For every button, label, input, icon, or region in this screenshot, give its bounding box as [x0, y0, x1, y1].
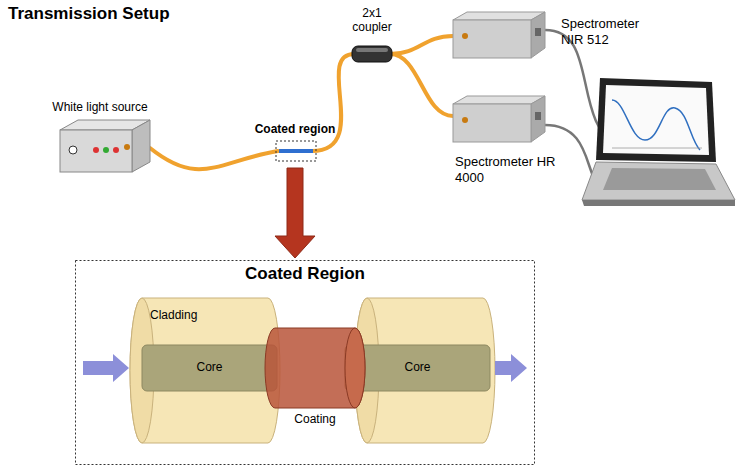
spectrometer-box: [453, 6, 658, 64]
coated-region-marker: Coated region: [248, 122, 342, 162]
zoom-arrow: [275, 168, 315, 258]
node-label: Spectrometer NIR 512: [561, 16, 656, 48]
node-label: 2x1 coupler: [348, 6, 396, 34]
detail-panel: Coated RegionCladdingCoreCoating Core: [75, 260, 535, 465]
node-label: White light source: [38, 100, 162, 114]
node-label: Coating: [265, 412, 365, 426]
optical-fiber: [150, 148, 278, 169]
light-source: White light source: [38, 100, 162, 175]
node-label: Spectrometer HR 4000: [455, 154, 560, 186]
node-label: Core: [142, 360, 277, 374]
node-label: Coated Region: [75, 264, 535, 284]
spectrometer: Spectrometer NIR 512: [453, 6, 658, 64]
fiber-core: Core: [345, 345, 490, 391]
node-label: Core: [345, 360, 490, 374]
optical-fiber: [390, 54, 453, 116]
spectrometer: Spectrometer HR 4000: [453, 92, 565, 194]
node-label: Coated region: [248, 122, 342, 136]
diagram-title: Transmission Setup: [8, 4, 170, 24]
coating-layer: Coating: [265, 328, 365, 428]
laptop: [582, 78, 735, 206]
node-label: Cladding: [150, 308, 197, 322]
fiber-core: Core: [142, 345, 277, 391]
fiber-coupler: 2x1 coupler: [348, 6, 396, 64]
cladding-cylinder: CladdingCore: [130, 298, 280, 443]
optical-fiber: [390, 36, 453, 54]
optical-fiber: [312, 54, 354, 151]
